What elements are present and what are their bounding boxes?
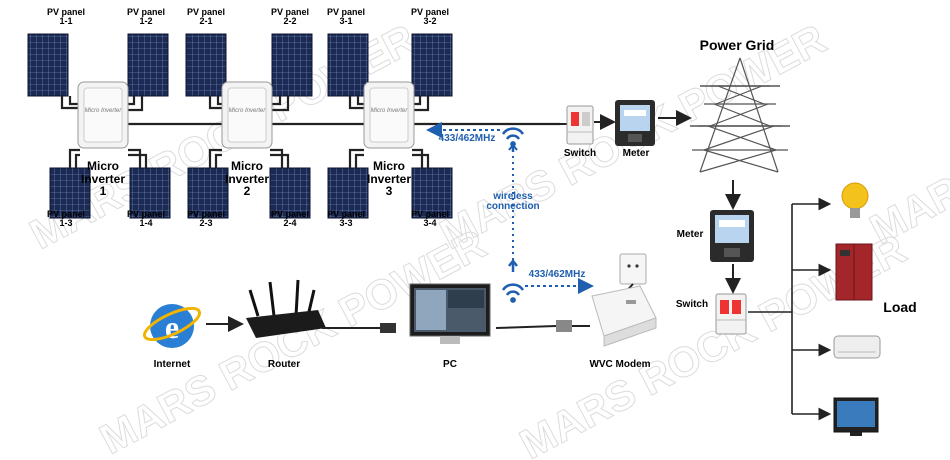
pv-panel-3-3 [327,167,369,219]
micro-inverter-2 [221,81,273,149]
micro-inverter-1 [77,81,129,149]
micro-inverter-3 [363,81,415,149]
pv-panel-1-3 [49,167,91,219]
inverter-body-text-1: Micro Inverter [84,108,122,114]
wvc-modem-label: WVC Modem [589,359,651,370]
wifi-icon-bottom [501,258,525,303]
watermark-text-5: MARS [862,153,950,253]
inverter-body-text-3: Micro Inverter [370,108,408,114]
switch-label-top: Switch [563,148,597,159]
pv-panel-1-1 [27,33,69,97]
pv-panel-2-2 [271,33,313,97]
light-bulb-icon [841,182,869,218]
pv-panel-3-1 [327,33,369,97]
pv-panel-3-2 [411,33,453,97]
inverter-body-text-2: Micro Inverter [228,108,266,114]
power-outlet-icon [617,253,647,301]
pc-monitor-icon [409,283,491,344]
freq-label-bottom: 433/462MHz [528,269,586,280]
switch-right-icon [715,293,747,335]
usb-cable [495,320,590,332]
load-label: Load [883,299,917,315]
air-conditioner-icon [833,335,881,359]
pv-panel-2-4 [269,167,311,219]
meter-label-right: Meter [676,229,704,240]
meter-right-icon [710,210,754,262]
pv-panel-2-1 [185,33,227,97]
meter-label-top: Meter [622,148,650,159]
television-icon [833,397,879,436]
load-distribution-lines [748,197,832,421]
pc-label: PC [443,359,457,370]
pv-panel-3-4 [411,167,453,219]
wvc-modem-icon [591,285,657,347]
network-cable [322,323,396,333]
freq-label-top: 433/462MHz [438,133,496,144]
switch-label-right: Switch [675,299,709,310]
router-icon [246,279,326,338]
panel-cables [60,96,560,168]
refrigerator-icon [835,243,873,301]
power-grid-label: Power Grid [699,37,775,53]
pv-panel-2-3 [187,167,229,219]
router-label: Router [267,359,301,370]
meter-top-icon [615,100,655,146]
switch-top-icon [560,105,594,145]
internet-explorer-icon: e [142,304,202,348]
pv-panel-1-4 [129,167,171,219]
wireless-link [426,122,594,294]
internet-label: Internet [153,359,191,370]
wifi-icon-top [501,127,525,152]
wifi-arrow-up-icon [508,143,518,151]
pv-panel-1-2 [127,33,169,97]
power-grid-tower-icon [690,57,790,173]
